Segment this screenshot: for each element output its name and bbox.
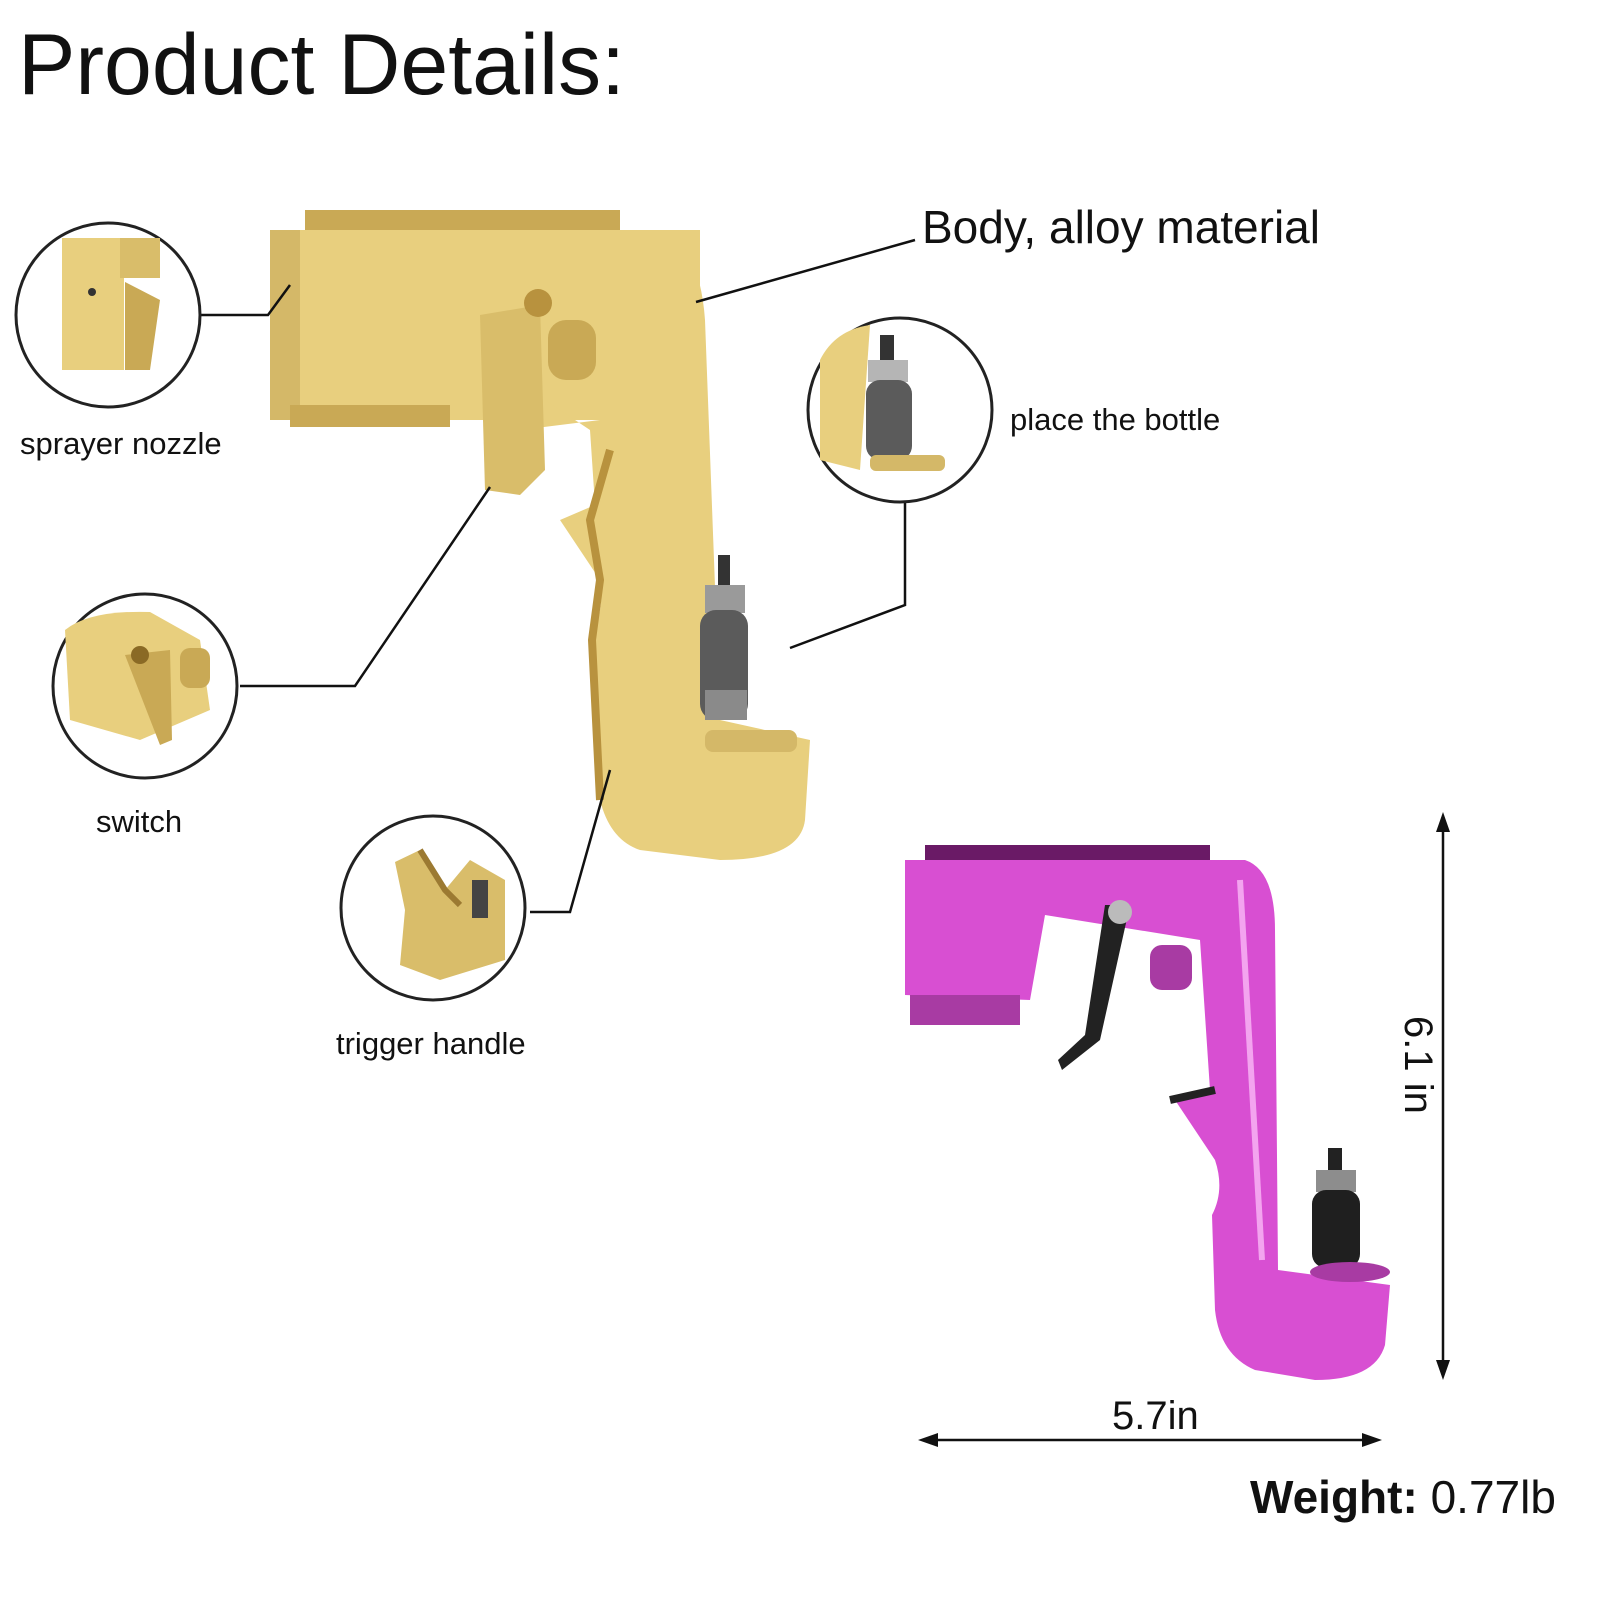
place-bottle-label: place the bottle [1010,402,1221,437]
weight-label: Weight: [1250,1471,1418,1523]
sprayer-nozzle-label: sprayer nozzle [20,426,222,461]
callout-lines [200,238,916,914]
height-dimension-label: 6.1 in [1396,1016,1440,1114]
switch-detail-circle [51,592,239,780]
pink-sprayer-image [905,845,1390,1380]
trigger-handle-label: trigger handle [336,1026,526,1061]
page-title: Product Details: [18,17,626,113]
trigger-detail-circle [339,814,527,1002]
dimension-arrows [918,812,1450,1447]
bottle-detail-circle [806,316,994,504]
switch-label: switch [96,804,183,839]
weight-info: Weight: 0.77lb [1250,1470,1556,1524]
nozzle-detail-circle [14,221,202,409]
body-material-label: Body, alloy material [922,201,1320,253]
weight-value: 0.77lb [1430,1471,1556,1523]
width-dimension-label: 5.7in [1112,1394,1199,1438]
gold-sprayer-image [270,210,810,860]
